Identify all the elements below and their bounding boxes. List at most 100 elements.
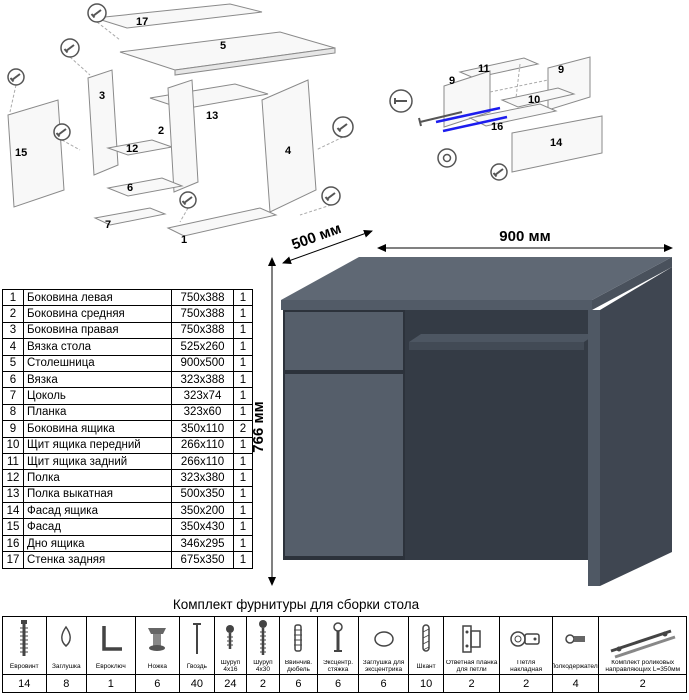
part-size: 350x110 (171, 420, 234, 438)
screw-callout-icon (87, 3, 107, 23)
part-name: Полка выкатная (23, 485, 172, 504)
hardware-qty: 6 (318, 674, 358, 692)
right-panel-front (588, 310, 600, 586)
panel-outline (93, 207, 167, 226)
hardware-qty: 6 (135, 674, 180, 692)
hardware-qty: 2 (599, 674, 686, 692)
part-size: 900x500 (171, 354, 234, 372)
hardware-qty: 8 (46, 674, 87, 692)
part-label: 6 (127, 182, 133, 194)
part-label: 9 (449, 75, 455, 87)
part-name: Боковина средняя (23, 305, 172, 323)
keyboard-tray-front (409, 342, 584, 350)
part-number: 17 (2, 551, 24, 569)
hardware-kit-title: Комплект фурнитуры для сборки стола (172, 597, 420, 612)
cap-icon (47, 617, 87, 660)
hardware-qty: 40 (180, 674, 214, 692)
right-panel-side (600, 267, 672, 586)
leg-icon (136, 617, 180, 660)
part-label: 3 (99, 90, 105, 102)
hardware-item: Эксцентр. стяжка 6 (317, 617, 358, 692)
hardware-qty: 6 (279, 674, 318, 692)
part-number: 11 (2, 452, 24, 471)
hardware-item: Петля накладная 2 (499, 617, 552, 692)
part-name: Планка (23, 403, 172, 422)
hardware-item: Заглушка 8 (45, 617, 87, 692)
dim-height-label: 766 мм (250, 401, 267, 452)
panel-outline (511, 115, 603, 173)
part-label: 13 (206, 110, 218, 122)
part-label: 10 (528, 94, 540, 106)
panel-outline (547, 56, 591, 111)
part-number: 6 (2, 370, 24, 389)
part-name: Стенка задняя (23, 551, 172, 569)
panel-outline (106, 177, 184, 197)
shelf-support-icon (553, 617, 599, 660)
part-number: 13 (2, 485, 24, 504)
roller-guide-rails (435, 106, 508, 133)
part-number: 15 (2, 518, 24, 536)
part-size: 323x60 (171, 403, 234, 422)
screw-callout-icon (332, 116, 354, 138)
screw-callout-icon (321, 186, 341, 206)
part-name: Щит ящика задний (23, 452, 172, 471)
hardware-name: Полкодержатель (552, 662, 599, 670)
part-name: Дно ящика (23, 534, 172, 553)
hardware-name: Эксцентр. стяжка (322, 660, 354, 673)
hardware-item: Ввинчив. дюбель 6 (278, 617, 318, 692)
exploded-view-drawer: 11 9 10 9 16 14 (389, 56, 603, 181)
panel-outline (94, 3, 263, 29)
part-qty: 1 (233, 551, 253, 569)
part-number: 7 (2, 387, 24, 405)
hardware-name: Петля накладная (510, 660, 543, 673)
part-label: 4 (285, 145, 292, 157)
hardware-item: Шуруп 4x16 24 (213, 617, 247, 692)
part-number: 4 (2, 338, 24, 356)
dowel-icon (409, 617, 443, 660)
part-name: Фасад ящика (23, 502, 172, 520)
cam-callout-icon (437, 148, 457, 168)
tabletop-right-edge (592, 257, 672, 310)
hardware-item: Шуруп 4x30 2 (246, 617, 279, 692)
hardware-name: Шуруп 4x30 (253, 660, 273, 673)
panel-outline (458, 57, 540, 79)
cam-bolt-icon (318, 617, 358, 660)
part-name: Вязка стола (23, 338, 172, 356)
part-size: 350x430 (171, 518, 234, 536)
hardware-qty: 24 (214, 674, 247, 692)
hardware-kit: Евровинт 14 Заглушка 8 Евроключ 1 Ножка … (2, 616, 687, 693)
part-qty: 1 (233, 452, 253, 471)
part-size: 323x388 (171, 370, 234, 389)
part-label: 16 (491, 121, 503, 133)
hardware-qty: 2 (443, 674, 500, 692)
hardware-name: Гвоздь (186, 662, 207, 670)
part-name: Полка (23, 469, 172, 487)
desk-render: 900 мм 500 мм 766 мм (250, 222, 673, 586)
hardware-qty: 6 (358, 674, 409, 692)
part-name: Боковина левая (23, 288, 172, 307)
hardware-name: Евроключ (95, 662, 126, 670)
hardware-qty: 10 (409, 674, 443, 692)
part-size: 750x388 (171, 305, 234, 323)
dim-width-label: 900 мм (499, 228, 550, 245)
screw-4x30-icon (247, 617, 279, 660)
panel-outline (87, 69, 119, 176)
part-number: 14 (2, 502, 24, 520)
part-name: Цоколь (23, 387, 172, 405)
part-number: 1 (2, 288, 24, 307)
part-size: 266x110 (171, 436, 234, 454)
hardware-name: Шкант (416, 662, 436, 670)
exploded-diagrams: 17 5 3 13 12 2 6 7 15 4 1 (7, 3, 603, 246)
hardware-item: Гвоздь 40 (179, 617, 214, 692)
desk-niche-interior (405, 310, 588, 560)
